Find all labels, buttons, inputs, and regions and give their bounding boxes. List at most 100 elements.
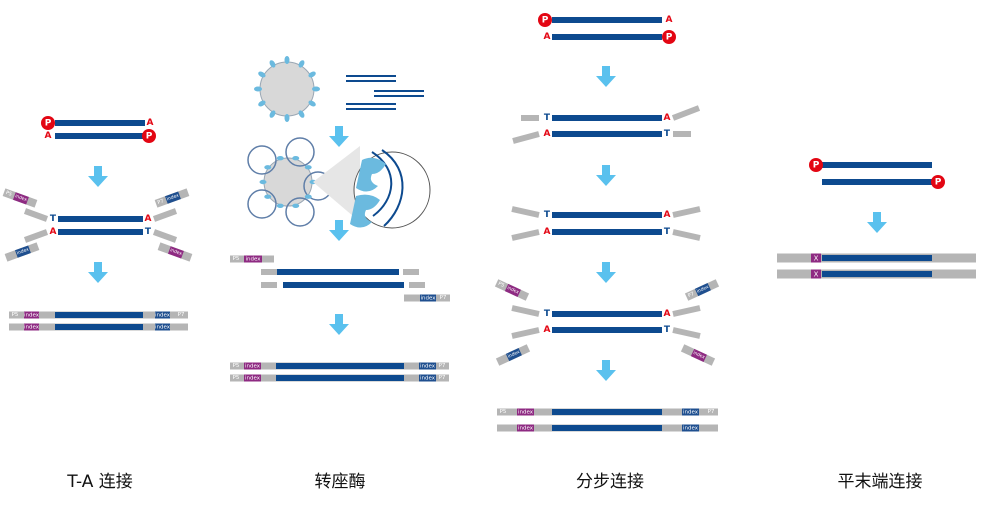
down-arrow-icon	[88, 262, 108, 283]
dna-strand	[58, 216, 143, 222]
phosphate-label: P	[45, 119, 52, 129]
zoom-dna	[371, 151, 393, 217]
down-arrow-icon	[329, 314, 349, 335]
t-overhang-label: T	[50, 214, 57, 224]
transposase-icon	[264, 165, 272, 170]
index-box-label: index	[507, 349, 521, 360]
index-box	[167, 246, 184, 259]
dna-strand	[55, 324, 143, 330]
index-purple-box-label: index	[245, 256, 261, 262]
dna-strand	[552, 229, 662, 235]
index-blue-box-label: index	[420, 375, 436, 381]
adapter-tag: P5	[5, 190, 13, 198]
transposase-icon	[308, 100, 316, 107]
p7-label: P7	[440, 295, 447, 301]
adapter-arm	[152, 229, 178, 243]
phosphate-icon	[538, 13, 552, 27]
adapter-arm	[23, 229, 49, 243]
transposase-icon	[284, 56, 290, 64]
index-box-label: index	[696, 284, 710, 295]
adapter-tag: P7	[687, 291, 695, 299]
index-blue-box-label: index	[683, 425, 699, 431]
index-purple-box	[244, 255, 262, 263]
adapter-arm	[672, 229, 701, 241]
dna-strand	[552, 115, 662, 121]
t-overhang-label: T	[664, 227, 671, 237]
down-arrow-icon	[867, 212, 887, 233]
adapter-tag: P5	[497, 281, 505, 289]
down-arrow-icon	[596, 360, 616, 381]
index-box-label: index	[506, 285, 520, 296]
down-arrow-icon	[596, 262, 616, 283]
tilted-adapter: index	[495, 344, 531, 366]
caption-transposase: 转座酶	[314, 472, 366, 492]
dna-strand	[552, 17, 662, 23]
adapter-arm	[511, 305, 540, 317]
dna-strand	[283, 282, 404, 288]
index-purple-box	[244, 362, 261, 370]
index-box-label: index	[166, 192, 180, 202]
adapter-segment	[403, 269, 419, 275]
dna-loop	[285, 137, 315, 167]
dna-loop	[285, 197, 315, 227]
down-arrow-icon	[88, 166, 108, 187]
t-overhang-label: T	[664, 129, 671, 139]
dna-strand	[552, 34, 662, 40]
index-purple-box-label: index	[518, 409, 534, 415]
x-mark-box	[811, 253, 821, 263]
index-purple-box-label: index	[245, 375, 261, 381]
adapter-arm	[511, 327, 540, 339]
transposase-icon	[292, 203, 300, 208]
zoom-cone	[313, 146, 360, 222]
index-blue-box-label: index	[155, 324, 171, 330]
p5-label: P5	[233, 375, 240, 381]
down-arrow-icon	[596, 165, 616, 186]
phosphate-label: P	[813, 161, 820, 171]
adapter-arm	[23, 208, 49, 222]
index-blue-box-label: index	[420, 295, 436, 301]
transposase-icon	[259, 179, 267, 185]
transposase-icon	[292, 156, 300, 161]
a-overhang-label: A	[145, 214, 152, 224]
dna-strand	[822, 162, 932, 168]
index-purple-box-label: index	[245, 363, 261, 369]
adapter-arm	[511, 206, 540, 218]
caption-stepwise-ligation: 分步连接	[576, 472, 644, 492]
p7-label: P7	[439, 363, 446, 369]
dna-strand	[276, 375, 404, 381]
index-purple-box	[244, 374, 261, 382]
dna-strand	[552, 327, 662, 333]
zoom-dna	[381, 149, 404, 227]
index-blue-box	[155, 311, 170, 319]
adapter-arm	[672, 327, 701, 339]
a-overhang-label: A	[45, 131, 52, 141]
adapter-segment	[261, 269, 277, 275]
index-box-label: index	[16, 246, 30, 256]
a-overhang-label: A	[544, 325, 551, 335]
transposase-icon	[276, 156, 284, 161]
x-mark-box-label: X	[814, 254, 819, 262]
index-blue-box-label: index	[155, 312, 171, 318]
dna-loop	[247, 189, 277, 219]
adapter-segment	[261, 282, 277, 288]
dna-strand	[822, 179, 932, 185]
a-overhang-label: A	[666, 15, 673, 25]
index-box	[164, 191, 181, 204]
x-mark-box-label: X	[814, 270, 819, 278]
caption-ta-ligation: T-A 连接	[67, 472, 133, 492]
dna-strand	[552, 212, 662, 218]
transposase-icon	[284, 114, 290, 122]
adapter-arm	[511, 229, 540, 241]
x-mark-box	[811, 269, 821, 279]
transposase-zoom-icon	[356, 157, 386, 192]
bead-icon	[259, 61, 315, 117]
a-overhang-label: A	[664, 309, 671, 319]
down-arrow-icon	[596, 66, 616, 87]
adapter-tag: P7	[157, 198, 165, 206]
dna-strand	[552, 311, 662, 317]
adapter-segment	[409, 282, 425, 288]
